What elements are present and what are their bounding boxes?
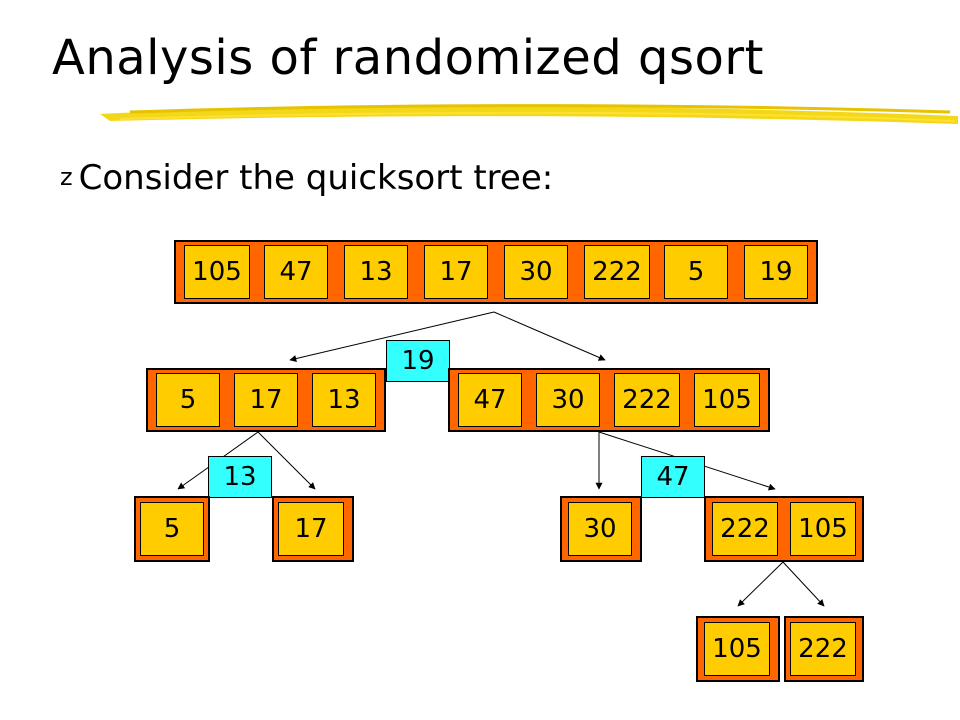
array-cell: 47 — [264, 245, 328, 299]
pivot-47: 47 — [641, 456, 705, 498]
array-cell: 222 — [790, 622, 856, 676]
level3-a-array: 105 — [696, 616, 780, 682]
array-cell: 222 — [614, 373, 680, 427]
array-cell: 105 — [694, 373, 760, 427]
level2-left-a-array: 5 — [134, 496, 210, 562]
slide-title: Analysis of randomized qsort — [52, 30, 764, 86]
array-cell: 30 — [568, 502, 632, 556]
level1-right-array: 47 30 222 105 — [448, 368, 770, 432]
array-cell: 105 — [790, 502, 856, 556]
array-cell: 19 — [744, 245, 808, 299]
array-cell: 222 — [584, 245, 650, 299]
array-cell: 222 — [712, 502, 778, 556]
array-cell: 105 — [184, 245, 250, 299]
array-cell: 47 — [458, 373, 522, 427]
root-array: 105 47 13 17 30 222 5 19 — [174, 240, 818, 304]
array-cell: 105 — [704, 622, 770, 676]
array-cell: 5 — [156, 373, 220, 427]
level1-left-array: 5 17 13 — [146, 368, 386, 432]
array-cell: 13 — [312, 373, 376, 427]
title-underline — [100, 104, 958, 124]
edge-l1-left-b — [257, 431, 316, 490]
array-cell: 30 — [504, 245, 568, 299]
bullet-text: Consider the quicksort tree: — [78, 158, 554, 198]
array-cell: 5 — [664, 245, 728, 299]
array-cell: 5 — [140, 502, 204, 556]
array-cell: 13 — [344, 245, 408, 299]
edge-l2-b — [782, 561, 825, 607]
level2-left-b-array: 17 — [272, 496, 354, 562]
edge-root-right — [493, 311, 606, 361]
array-cell: 17 — [278, 502, 344, 556]
edge-l2-a — [737, 561, 784, 607]
array-cell: 17 — [234, 373, 298, 427]
level3-b-array: 222 — [784, 616, 864, 682]
bullet-icon: z — [60, 163, 73, 191]
array-cell: 30 — [536, 373, 600, 427]
array-cell: 17 — [424, 245, 488, 299]
pivot-19: 19 — [386, 340, 450, 382]
level2-right-b-array: 222 105 — [704, 496, 864, 562]
level2-right-a-array: 30 — [560, 496, 642, 562]
pivot-13: 13 — [208, 456, 272, 498]
edge-root-left — [289, 311, 495, 362]
